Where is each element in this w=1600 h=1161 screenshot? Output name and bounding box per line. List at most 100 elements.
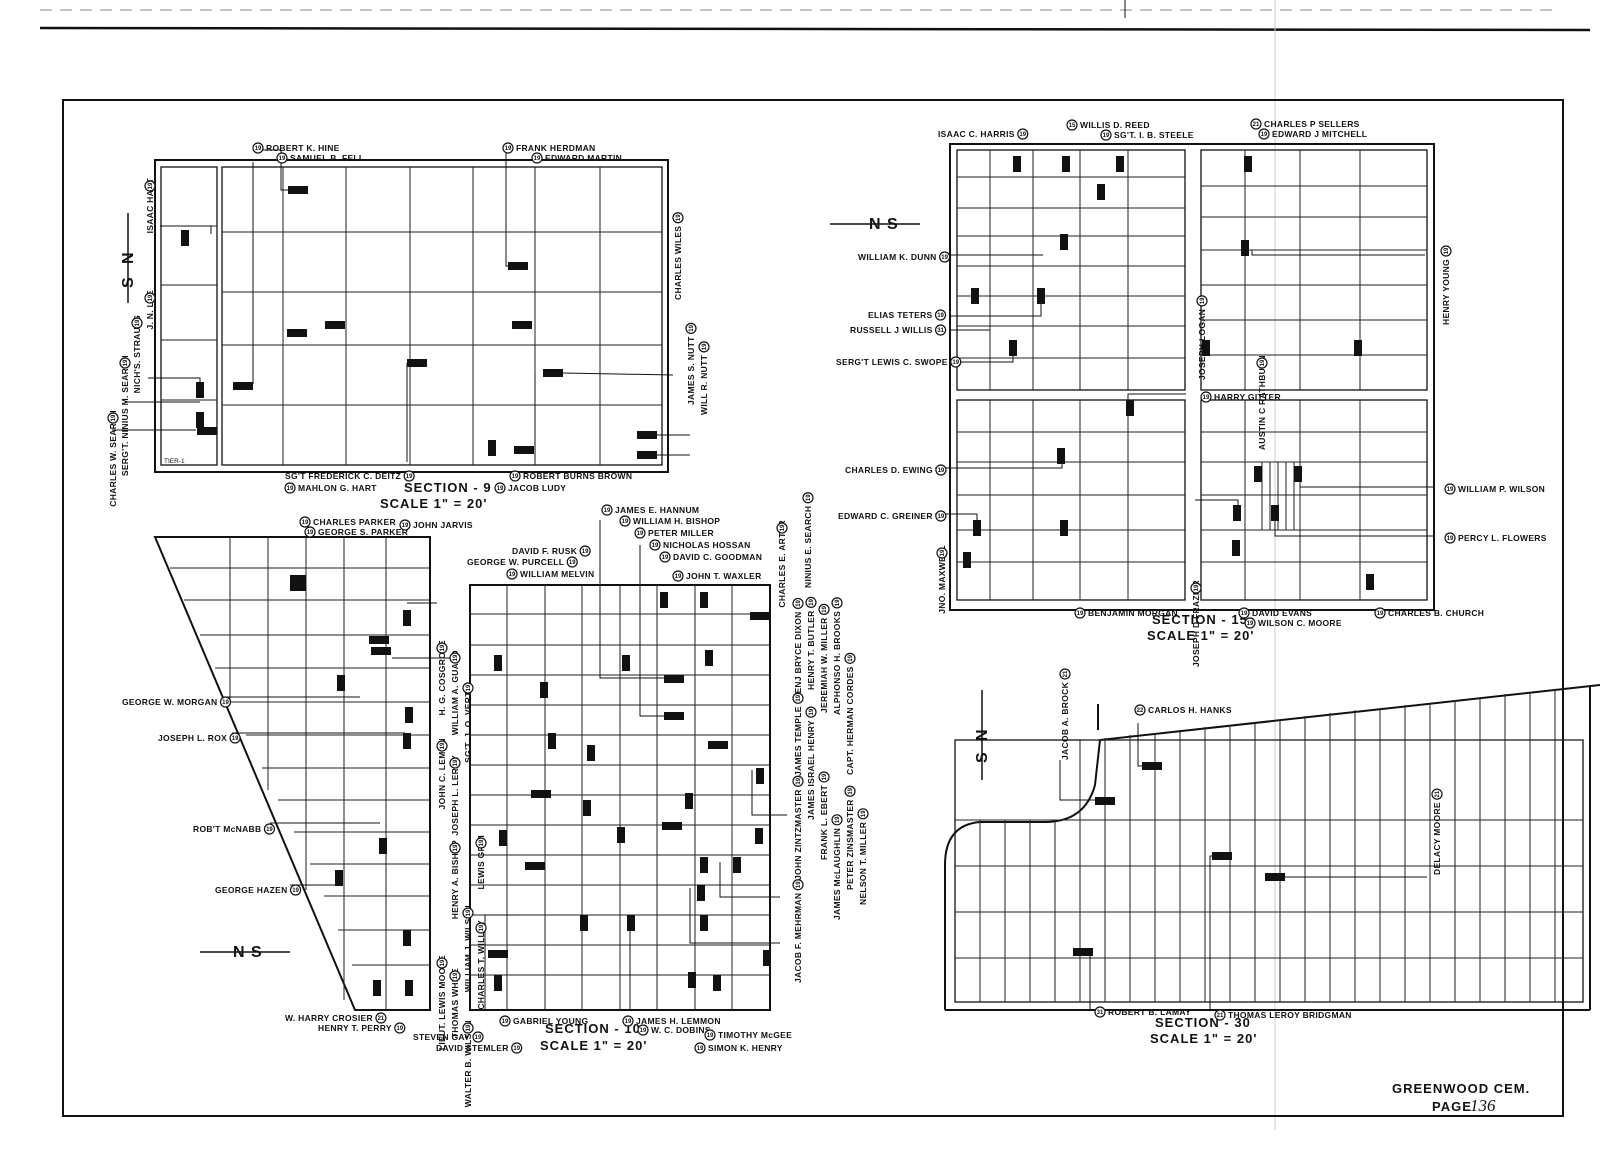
plot-number-badge xyxy=(375,1012,387,1024)
grave-name: BENJAMIN MORGAN xyxy=(1088,608,1178,618)
grave-name: JAMES S. NUTT xyxy=(686,336,696,405)
grave-name: CHARLES E. ARTER xyxy=(777,520,787,608)
grave-name: PETER MILLER xyxy=(648,528,714,538)
plot-number: 19 xyxy=(232,736,239,742)
plot-number: 19 xyxy=(861,810,867,817)
plot-number: 15 xyxy=(1069,123,1076,129)
grave-name: CHARLES WILES xyxy=(673,226,683,300)
plot-number: 19 xyxy=(835,599,841,606)
plot-number: 19 xyxy=(479,924,485,931)
plot-number: 19 xyxy=(466,684,472,691)
plot-number-badge xyxy=(805,596,817,609)
plot-number-badge xyxy=(449,757,461,769)
grave-name: HENRY A. BISHOP xyxy=(450,840,460,919)
grave-name: JAMES H. LEMMON xyxy=(636,1016,721,1026)
plot-number-badge xyxy=(802,492,814,504)
plot-number-badge xyxy=(436,642,448,654)
plot-number: 19 xyxy=(453,972,459,979)
grave-name: AUSTIN C RATHBURN xyxy=(1257,355,1267,450)
plot-number-badge xyxy=(131,317,143,329)
plot-number-badge xyxy=(934,324,947,336)
plot-number: 19 xyxy=(1377,611,1384,617)
plot-number-badge xyxy=(1190,582,1202,594)
plot-number-badge xyxy=(1374,607,1386,619)
plot-number: 22 xyxy=(1137,708,1144,714)
grave-name: SG'T. J. O. VERTAL xyxy=(463,680,473,763)
plot-number-badge xyxy=(1074,607,1086,619)
plot-number-badge xyxy=(844,785,856,797)
plot-number-badge xyxy=(144,292,156,304)
plot-number-badge xyxy=(659,551,671,563)
plot-number-badge xyxy=(1250,118,1262,130)
north-arrow-section-9: N S xyxy=(120,213,137,303)
plot-number: 19 xyxy=(497,486,504,492)
grave-name: WILLIAM H. BISHOP xyxy=(633,516,720,526)
plot-number-badge xyxy=(472,1031,484,1043)
grave-name: DAVID F. RUSK xyxy=(512,546,578,556)
plot-number-badge xyxy=(449,652,461,664)
svg-text:S: S xyxy=(887,216,898,233)
plot-number-badge xyxy=(263,823,276,835)
plot-number-badge xyxy=(939,251,951,263)
section-15-scale: SCALE 1" = 20' xyxy=(1147,628,1254,643)
grave-name: CHARLES B. CHURCH xyxy=(1388,608,1484,618)
plot-number-badge xyxy=(1100,129,1112,141)
plot-number-badge xyxy=(950,356,962,368)
plot-number: 19 xyxy=(697,1046,704,1052)
grave-name: JOSEPH L. LEROY xyxy=(450,755,460,836)
plot-number-badge xyxy=(1214,1009,1226,1021)
plot-number: 19 xyxy=(307,530,314,536)
plot-number: 21 xyxy=(1063,670,1069,677)
plot-number: 19 xyxy=(640,1028,647,1034)
grave-name: JOHN ZINTZMASTER xyxy=(793,789,803,880)
plot-number: 19 xyxy=(453,844,459,851)
plot-number-badge xyxy=(792,775,804,787)
north-arrow-section-10: N S xyxy=(200,944,290,961)
plot-number: 19 xyxy=(279,156,286,162)
plot-number: 19 xyxy=(453,654,459,661)
section-15-plan xyxy=(935,143,1435,611)
plot-number: 19 xyxy=(938,468,945,474)
plot-number: 19 xyxy=(604,508,611,514)
grave-name: HARRY GITTER xyxy=(1214,392,1281,402)
plot-number-badge xyxy=(1444,483,1456,495)
plot-number: 21 xyxy=(378,1016,385,1022)
section-10-title: SECTION - 10 xyxy=(545,1021,641,1036)
plot-number: 19 xyxy=(466,909,472,916)
plot-number: 19 xyxy=(941,255,948,261)
plot-number: 19 xyxy=(707,1033,714,1039)
plot-number: 19 xyxy=(440,959,446,966)
plot-number-badge xyxy=(1017,128,1029,140)
grave-name: THOMAS LEROY BRIDGMAN xyxy=(1228,1010,1352,1020)
plot-number: 19 xyxy=(1247,621,1254,627)
svg-text:N: N xyxy=(974,728,991,741)
grave-name: ISAAC C. HARRIS xyxy=(938,129,1015,139)
grave-name: FRANK HERDMAN xyxy=(516,143,595,153)
north-arrow-s-glyph: S xyxy=(120,277,137,288)
plot-number: 19 xyxy=(1241,611,1248,617)
plot-number-badge xyxy=(936,547,948,559)
